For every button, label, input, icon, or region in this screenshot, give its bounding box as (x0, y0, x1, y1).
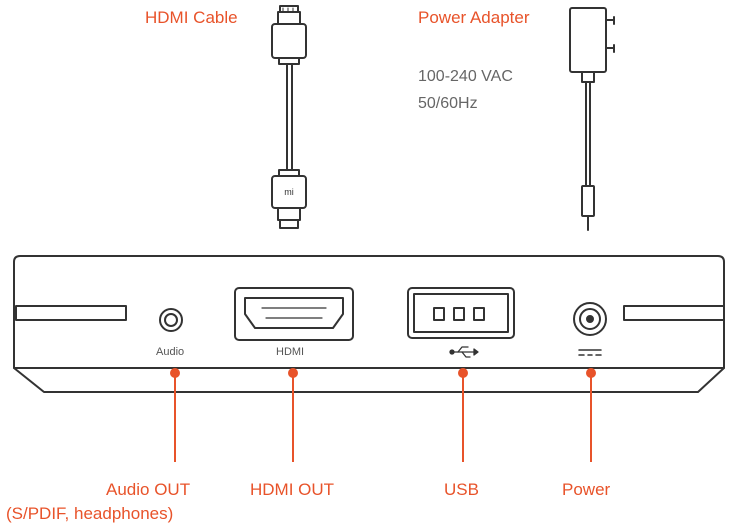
hdmi-cable (271, 5, 307, 229)
audio-out-callout: Audio OUT (106, 480, 191, 499)
cable-logo: mi (284, 187, 294, 197)
dc-power-icon (578, 349, 602, 356)
power-spec-voltage: 100-240 VAC (418, 68, 513, 85)
hdmi-cable-label: HDMI Cable (145, 8, 238, 27)
hdmi-port-label: HDMI (276, 346, 305, 358)
power-spec-frequency: 50/60Hz (418, 95, 478, 112)
callout-lines (170, 368, 596, 462)
audio-out-subtitle: (S/PDIF, headphones) (6, 504, 174, 523)
audio-port-label: Audio (156, 346, 185, 358)
tv-box-back-panel (13, 255, 725, 393)
power-adapter (569, 7, 615, 231)
usb-trident-icon (449, 346, 479, 358)
power-adapter-label: Power Adapter (418, 8, 530, 27)
usb-callout: USB (444, 480, 479, 499)
power-callout: Power (562, 480, 611, 499)
hdmi-out-callout: HDMI OUT (250, 480, 335, 499)
